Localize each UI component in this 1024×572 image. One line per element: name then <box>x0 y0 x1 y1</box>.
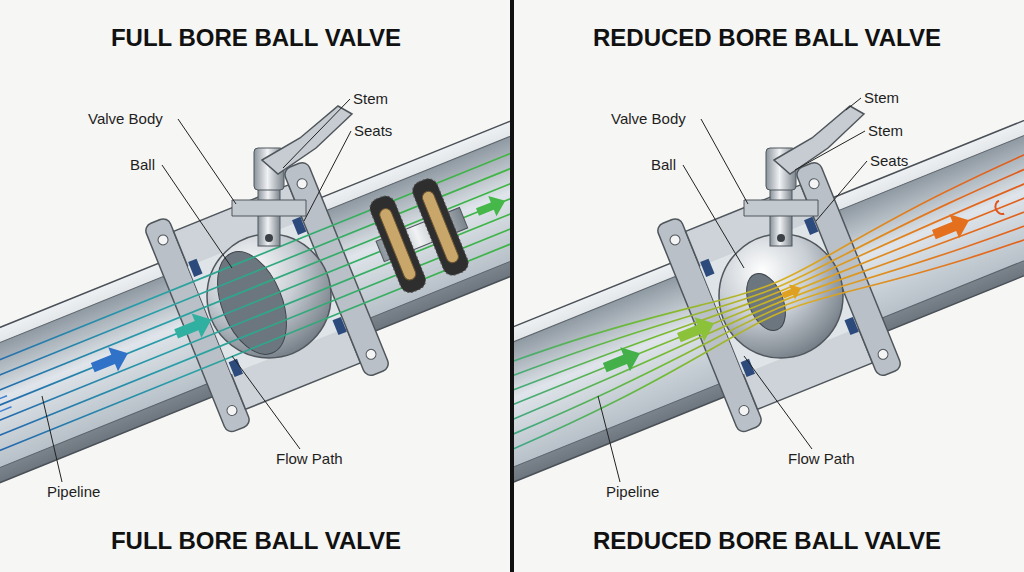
part-label: Valve Body <box>88 110 163 128</box>
part-label: Valve Body <box>611 110 686 128</box>
part-label: Ball <box>651 156 676 174</box>
pig-disc <box>421 190 461 265</box>
panel-title: REDUCED BORE BALL VALVE <box>593 24 941 52</box>
leader-line <box>178 119 236 204</box>
leader-line <box>683 165 744 268</box>
flow-line <box>0 150 510 435</box>
full-bore-panel <box>0 84 510 502</box>
part-label: Seats <box>870 152 908 170</box>
panel-title: REDUCED BORE BALL VALVE <box>593 527 941 555</box>
flow-arrow <box>473 191 509 223</box>
leader-line <box>162 165 232 268</box>
stem-handle <box>232 106 352 246</box>
flow-arrow <box>600 341 645 379</box>
eddy-mark <box>993 201 1004 216</box>
flow-arrow <box>171 308 216 346</box>
flow-line <box>514 150 1024 435</box>
pipe-section <box>514 84 1024 502</box>
part-label: Stem <box>868 122 903 140</box>
pig-disc <box>378 207 418 282</box>
flow-line <box>514 155 1024 448</box>
leader-line <box>304 131 351 221</box>
part-label: Stem <box>864 89 899 107</box>
flow-arrow <box>929 208 974 246</box>
leader-line <box>42 396 62 482</box>
leader-line <box>795 131 865 170</box>
panel-title: FULL BORE BALL VALVE <box>111 24 401 52</box>
part-label: Flow Path <box>788 450 855 468</box>
panel-divider <box>510 0 514 572</box>
reduced-bore-panel <box>514 84 1024 502</box>
leader-line <box>701 119 748 204</box>
leader-line <box>232 356 300 449</box>
flow-line <box>0 176 510 461</box>
leader-lines <box>42 98 867 482</box>
part-label: Pipeline <box>47 483 100 501</box>
cleaning-pig <box>361 171 482 297</box>
flow-arrow <box>780 281 805 303</box>
leader-line <box>846 98 861 110</box>
part-label: Stem <box>353 90 388 108</box>
part-label: Ball <box>130 156 155 174</box>
flow-arrow <box>674 311 719 349</box>
leader-line <box>816 161 867 221</box>
pig-brush <box>410 176 472 278</box>
part-label: Pipeline <box>606 483 659 501</box>
flow-loop <box>0 396 12 417</box>
stem-handle <box>744 106 864 246</box>
panel-title: FULL BORE BALL VALVE <box>111 527 401 555</box>
leader-line <box>283 99 350 168</box>
flow-lines <box>0 104 510 481</box>
pipe-section <box>0 84 510 502</box>
part-label: Seats <box>354 122 392 140</box>
flow-arrow <box>88 341 133 379</box>
part-label: Flow Path <box>276 450 343 468</box>
leader-line <box>744 356 812 449</box>
leader-line <box>598 396 620 482</box>
